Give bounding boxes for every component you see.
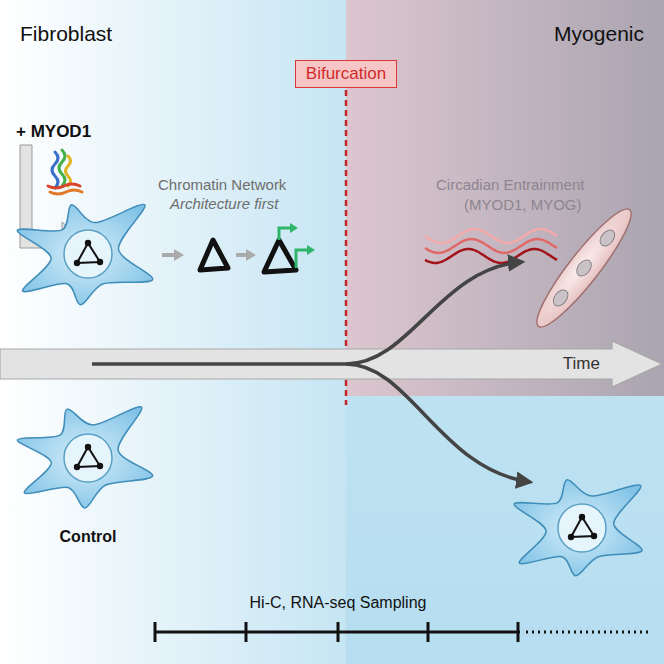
circadian-label: Circadian Entrainment bbox=[436, 176, 584, 193]
sampling-timeline bbox=[155, 622, 652, 642]
network-sublabel: Architecture first bbox=[170, 195, 278, 212]
chromatin-steps bbox=[162, 223, 315, 272]
control-region bbox=[346, 0, 664, 664]
fibroblast-cell bbox=[17, 204, 152, 304]
gene-label: (MYOD1, MYOG) bbox=[464, 196, 582, 213]
control-trajectory bbox=[346, 364, 530, 482]
control-label: Control bbox=[60, 528, 117, 546]
fibroblast-cell bbox=[514, 480, 642, 576]
fibroblast-cell bbox=[17, 407, 152, 508]
trajectory-line bbox=[92, 362, 346, 366]
circadian-waves bbox=[425, 229, 557, 263]
region-title: Myogenic bbox=[554, 22, 644, 46]
bifurcation-box: Bifurcation bbox=[295, 60, 397, 88]
time-arrow: Time bbox=[0, 340, 664, 388]
node-text: Time bbox=[563, 340, 600, 388]
region-title: Fibroblast bbox=[20, 22, 112, 46]
myotube bbox=[527, 200, 642, 335]
protein-ribbon bbox=[48, 150, 82, 194]
myogenic-trajectory bbox=[346, 262, 522, 364]
network-label: Chromatin Network bbox=[158, 176, 286, 193]
sampling-label: Hi-C, RNA-seq Sampling bbox=[250, 594, 427, 612]
node-text: Bifurcation bbox=[306, 64, 386, 84]
treatment-label: + MYOD1 bbox=[16, 122, 91, 142]
fibroblast-region bbox=[0, 0, 346, 664]
arrow-shape bbox=[0, 341, 662, 387]
